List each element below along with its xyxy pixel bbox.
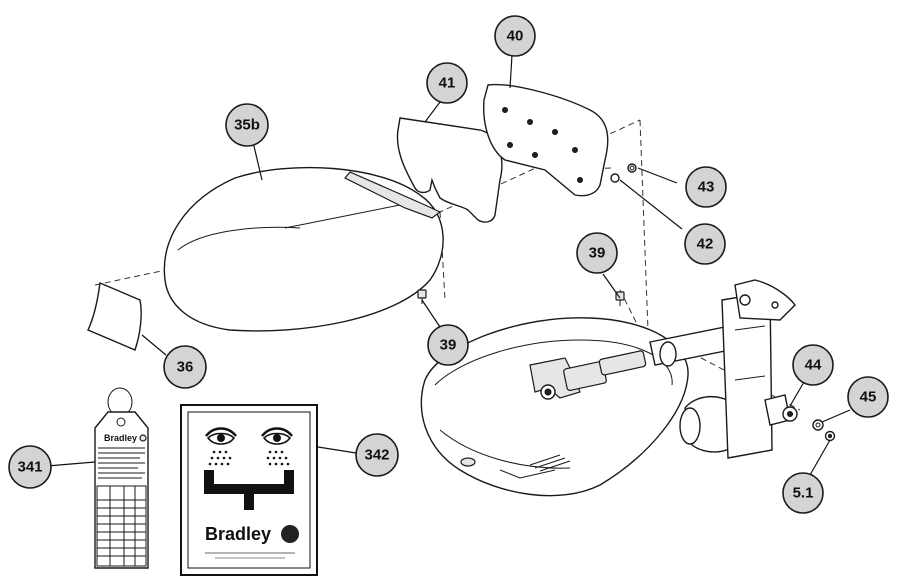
svg-text:42: 42 bbox=[697, 236, 714, 253]
callout-44: 44 bbox=[792, 344, 834, 386]
callout-41: 41 bbox=[426, 62, 468, 104]
label-card-36 bbox=[87, 281, 142, 351]
inspection-tag-341: Bradley bbox=[94, 387, 149, 569]
callout-42: 42 bbox=[684, 223, 726, 265]
brand-logo-icon bbox=[281, 525, 299, 543]
callout-43: 43 bbox=[685, 166, 727, 208]
fountain-symbol bbox=[204, 470, 294, 510]
svg-text:40: 40 bbox=[507, 28, 524, 45]
svg-text:44: 44 bbox=[805, 357, 822, 374]
svg-text:39: 39 bbox=[589, 245, 606, 262]
callout-341: 341 bbox=[8, 445, 52, 489]
callout-39-left: 39 bbox=[427, 324, 469, 366]
callout-35b: 35b bbox=[225, 103, 269, 147]
svg-text:39: 39 bbox=[440, 337, 457, 354]
nut-43 bbox=[627, 163, 637, 173]
svg-text:5.1: 5.1 bbox=[793, 485, 814, 502]
callout-45: 45 bbox=[847, 376, 889, 418]
eye-icon-right bbox=[261, 427, 293, 445]
callout-36: 36 bbox=[163, 345, 207, 389]
callout-39-right: 39 bbox=[576, 232, 618, 274]
washer-45 bbox=[812, 419, 824, 431]
tag-brand: Bradley bbox=[104, 433, 137, 443]
mounting-plate-40 bbox=[483, 83, 609, 197]
screw-39-left bbox=[417, 289, 427, 304]
svg-text:45: 45 bbox=[860, 389, 877, 406]
leader-lines bbox=[46, 54, 851, 476]
svg-text:41: 41 bbox=[439, 75, 456, 92]
svg-text:35b: 35b bbox=[234, 117, 260, 134]
spray-head-valve bbox=[529, 350, 647, 400]
svg-text:341: 341 bbox=[17, 459, 42, 476]
dust-cover-35b bbox=[163, 166, 444, 332]
screw-39-right bbox=[615, 291, 625, 306]
callout-40: 40 bbox=[494, 15, 536, 57]
nut-44 bbox=[782, 406, 798, 422]
callout-342: 342 bbox=[355, 433, 399, 477]
eye-icon-left bbox=[205, 427, 237, 445]
supply-pipe-and-bracket bbox=[649, 279, 796, 459]
nut-5-1 bbox=[824, 430, 836, 442]
sign-brand: Bradley bbox=[205, 524, 271, 544]
spray-dots bbox=[208, 450, 290, 466]
callout-5-1: 5.1 bbox=[782, 472, 824, 514]
svg-text:36: 36 bbox=[177, 359, 194, 376]
gasket-41 bbox=[396, 117, 503, 223]
eyewash-sign-342: Bradley bbox=[180, 404, 318, 576]
washer-42 bbox=[610, 173, 620, 183]
svg-text:43: 43 bbox=[698, 179, 715, 196]
svg-text:342: 342 bbox=[364, 447, 389, 464]
